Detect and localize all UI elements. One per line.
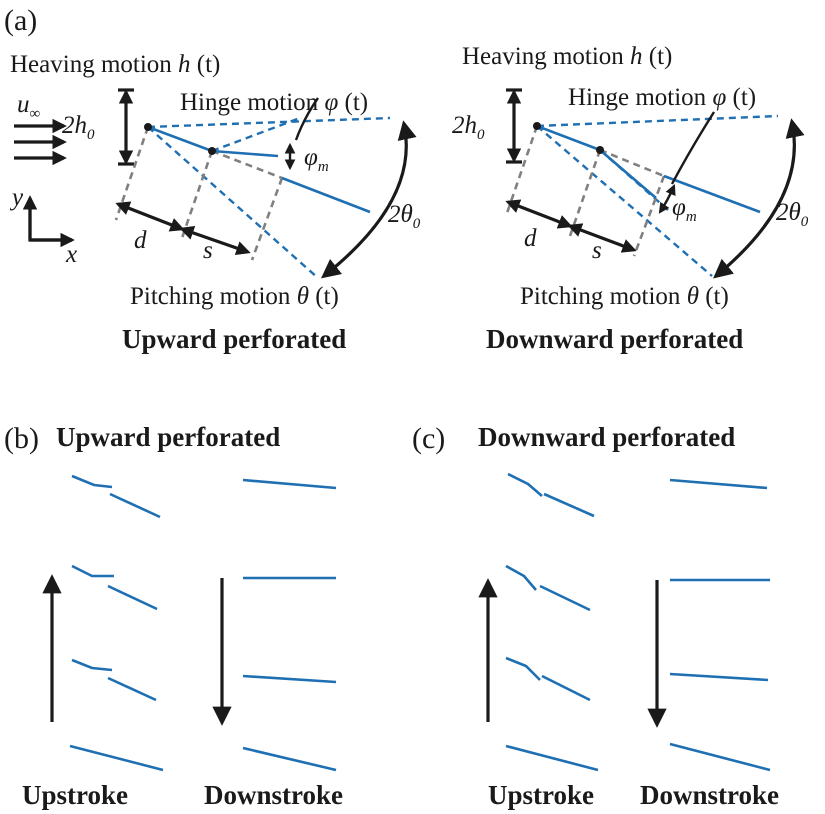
plate-snapshot [69,744,164,772]
phi-m-label: φm [672,194,697,225]
downstroke-label: Downstroke [640,780,779,810]
d-dimension-arrow [115,201,185,232]
pitch-amplitude-label: 2θ0 [388,201,421,232]
axis-x-label: x [65,241,77,268]
pivot-point [144,123,152,131]
heaving-motion-label: Heaving motion h (t) [10,51,220,78]
pitch-amplitude-label: 2θ0 [776,199,809,230]
free-stream-velocity-label: u∞ [17,91,41,122]
lower-pitch-position [147,126,319,279]
panel-c-label: (c) [412,422,445,455]
plate-snapshot [242,478,337,490]
panel-b-label: (b) [4,422,39,455]
upper-pitch-position [536,114,779,128]
panel-a-left: (a) Heaving motion h (t) Hinge motion φ … [4,4,421,354]
heaving-motion-label: Heaving motion h (t) [462,43,672,70]
panel-a-label: (a) [4,4,37,37]
hinge-motion-label: Hinge motion φ (t) [180,89,368,116]
pitch-amplitude-arc [713,118,805,279]
plate-snapshot [71,564,114,578]
leading-plate [536,124,601,152]
panel-c: (c) Downward perforated Upstroke Downstr… [412,422,779,810]
phi-m-label: φm [304,144,329,175]
plate-snapshot [507,472,543,497]
downward-caption: Downward perforated [486,324,743,354]
plate-snapshot [505,656,541,681]
leading-plate [147,125,213,153]
plate-snapshot [242,674,337,684]
downstroke-plate-sequence [669,478,771,772]
plate-snapshot [242,746,337,772]
s-dimension-arrow [179,225,251,256]
plate-snapshot [71,658,113,672]
trailing-plate [281,176,371,214]
axis-y-label: y [9,184,24,211]
hinge-point [596,146,604,154]
hinge-pointer [294,97,319,141]
hinge-motion-label: Hinge motion φ (t) [568,84,756,111]
hinged-flap [211,149,279,158]
s-label: s [203,237,213,264]
hinge-pointer [670,111,716,185]
upstroke-plate-sequence [505,472,599,772]
hinge-angle-arrow [658,184,676,214]
downstroke-plate-sequence [242,478,337,772]
upstroke-label: Upstroke [22,780,128,810]
pitching-motion-label: Pitching motion θ (t) [520,283,729,310]
upstroke-plate-sequence [69,474,164,772]
plate-snapshot [669,672,769,682]
d-dimension-arrow [505,199,573,229]
pitch-amplitude-arc [320,120,417,279]
plate-snapshot [71,474,113,489]
panel-c-title: Downward perforated [478,422,735,452]
hinge-rotated-position [211,116,301,153]
downstroke-label: Downstroke [204,780,343,810]
panel-b-title: Upward perforated [56,422,280,452]
plate-snapshot [669,742,771,772]
pivot-point [533,122,541,130]
upper-pitch-position [147,116,391,129]
plate-snapshot [505,744,599,772]
hinge-point [208,147,216,155]
d-label: d [134,227,147,254]
heave-amplitude-label: 2h0 [452,112,485,143]
lower-pitch-position [536,125,713,277]
s-dimension-arrow [567,223,637,253]
upstroke-label: Upstroke [488,780,594,810]
chord-projection-line [114,126,150,221]
panel-b: (b) Upward perforated Upstroke Downstrok… [4,422,343,810]
axes-icon [28,200,72,242]
s-label: s [592,237,602,264]
upward-caption: Upward perforated [122,324,346,354]
hinged-flap [599,149,657,199]
panel-a-right: Heaving motion h (t) Hinge motion φ (t) … [452,43,809,354]
chord-projection-line [504,125,539,217]
heave-amplitude-label: 2h0 [62,112,95,143]
d-label: d [524,225,537,252]
pitching-motion-label: Pitching motion θ (t) [130,283,339,310]
plate-snapshot [505,564,537,591]
plate-snapshot [669,478,768,490]
